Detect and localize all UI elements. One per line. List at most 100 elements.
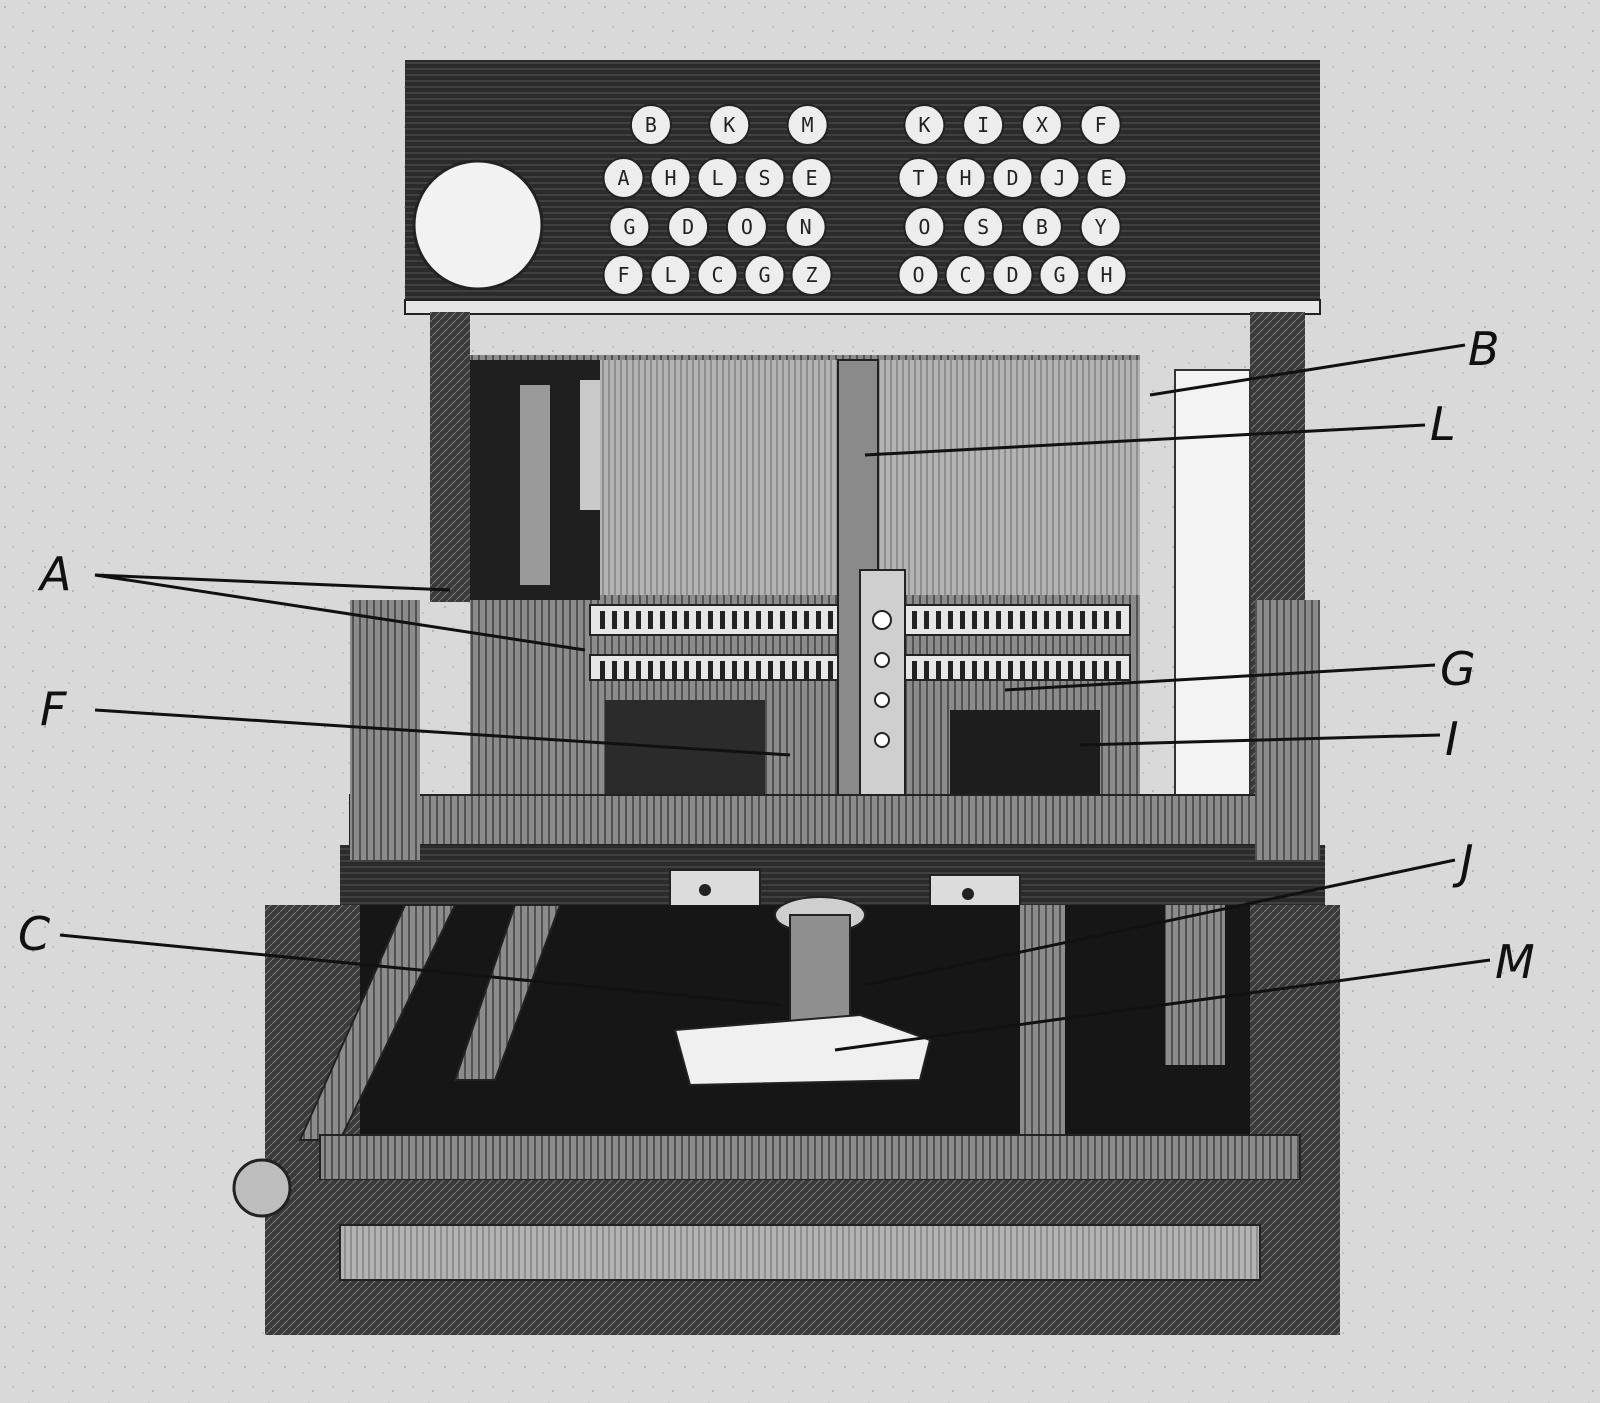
key-letter: O (912, 263, 924, 287)
comb-tooth (1068, 611, 1073, 629)
key-cap (790, 254, 833, 296)
key-letter: K (918, 113, 930, 137)
comb-tooth (1044, 611, 1049, 629)
label-G: G (1440, 642, 1476, 696)
key-letter: K (723, 113, 735, 137)
key-letter: E (1100, 166, 1112, 190)
label-M: M (1495, 935, 1535, 989)
comb-tooth (732, 661, 737, 679)
comb-tooth (936, 611, 941, 629)
key-cap (608, 206, 651, 248)
comb-tooth (756, 661, 761, 679)
key-cap (725, 206, 768, 248)
comb-tooth (1020, 611, 1025, 629)
comb-tooth (648, 611, 653, 629)
comb-tooth (828, 661, 833, 679)
comb-tooth (636, 661, 641, 679)
key-cap (1085, 254, 1128, 296)
comb-tooth (672, 661, 677, 679)
comb-tooth (708, 611, 713, 629)
key-cap (667, 206, 710, 248)
comb-tooth (684, 661, 689, 679)
key-letter: O (741, 215, 753, 239)
comb-tooth (1020, 661, 1025, 679)
key-cap (903, 104, 946, 146)
label-A: A (37, 547, 71, 601)
leader-G (1004, 663, 1436, 692)
key-letter: C (959, 263, 971, 287)
comb-tooth (792, 611, 797, 629)
comb-tooth (960, 611, 965, 629)
key-cap (649, 157, 692, 199)
comb-tooth (744, 611, 749, 629)
comb-tooth (936, 661, 941, 679)
key-letter: B (645, 113, 657, 137)
key-cap (897, 254, 940, 296)
comb-tooth (1104, 661, 1109, 679)
comb-tooth (696, 661, 701, 679)
key-letter: F (617, 263, 629, 287)
leader-F (94, 708, 791, 757)
key-cap (991, 157, 1034, 199)
comb-tooth (1116, 611, 1121, 629)
comb-tooth (1104, 611, 1109, 629)
comb-tooth (1092, 611, 1097, 629)
comb-tooth (720, 611, 725, 629)
comb-tooth (984, 611, 989, 629)
comb-tooth (780, 611, 785, 629)
comb-tooth (912, 611, 917, 629)
label-C: C (18, 907, 50, 961)
leader-L (864, 423, 1426, 457)
key-cap (602, 157, 645, 199)
key-letter: X (1036, 113, 1048, 137)
comb-tooth (1080, 611, 1085, 629)
comb-tooth (684, 611, 689, 629)
key-letter: T (912, 166, 924, 190)
label-L: L (1430, 397, 1456, 451)
key-letter: H (959, 166, 971, 190)
key-cap (743, 254, 786, 296)
comb-tooth (660, 611, 665, 629)
crank-knob (232, 1158, 292, 1218)
comb-tooth (948, 611, 953, 629)
leader-M (834, 958, 1491, 1052)
mid-shelf (340, 794, 1325, 916)
comb-tooth (744, 661, 749, 679)
callout-lines (59, 343, 1491, 1052)
key-letter: Y (1095, 215, 1107, 239)
key-cap (1079, 104, 1122, 146)
comb-tooth (1032, 611, 1037, 629)
comb-tooth (732, 611, 737, 629)
comb-tooth (1008, 661, 1013, 679)
key-letter: I (977, 113, 989, 137)
comb-tooth (972, 611, 977, 629)
comb-tooth (768, 661, 773, 679)
comb-tooth (804, 661, 809, 679)
key-letter: M (802, 113, 814, 137)
key-letter: H (1100, 263, 1112, 287)
comb-tooth (612, 611, 617, 629)
comb-tooth (720, 661, 725, 679)
key-cap (696, 254, 739, 296)
key-letter: Z (805, 263, 817, 287)
key-letter: B (1036, 215, 1048, 239)
key-cap (602, 254, 645, 296)
dial-disc (412, 159, 544, 291)
comb-tooth (648, 661, 653, 679)
key-cap (1079, 206, 1122, 248)
label-I: I (1445, 712, 1459, 766)
key-cap (903, 206, 946, 248)
key-letter: S (977, 215, 989, 239)
comb-tooth (600, 611, 605, 629)
key-letter: J (1053, 166, 1065, 190)
key-cap (991, 254, 1034, 296)
comb-tooth (636, 611, 641, 629)
key-cap (784, 206, 827, 248)
key-letter: E (805, 166, 817, 190)
key-cap (1020, 206, 1063, 248)
comb-tooth (1116, 661, 1121, 679)
comb-tooth (792, 661, 797, 679)
key-letter: F (1095, 113, 1107, 137)
comb-tooth (756, 611, 761, 629)
key-cap (708, 104, 751, 146)
